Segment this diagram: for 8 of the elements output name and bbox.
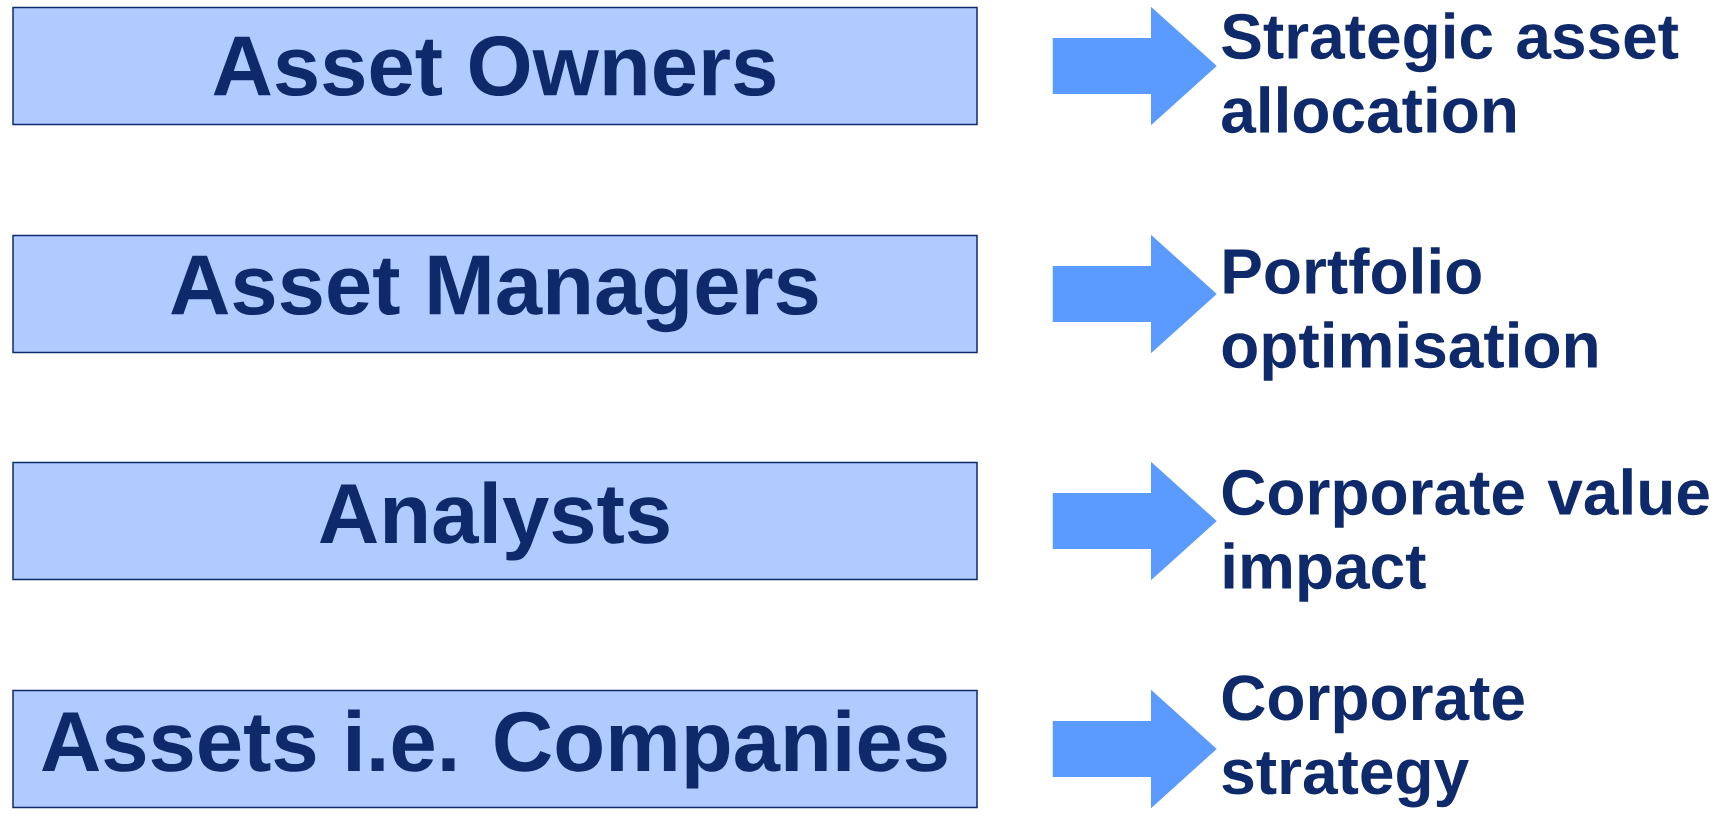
role-box: Assets i.e. Companies [12, 689, 978, 809]
role-box: Asset Owners [12, 6, 978, 126]
outcome-text: Strategic asset allocation [1222, 12, 1679, 134]
role-box: Analysts [12, 461, 978, 581]
role-box: Asset Managers [12, 234, 978, 354]
outcome-text: Corporate value impact [1222, 468, 1709, 602]
outcome-text: Corporate strategy [1222, 675, 1524, 808]
outcome-text: Portfolio optimisation [1222, 247, 1597, 381]
